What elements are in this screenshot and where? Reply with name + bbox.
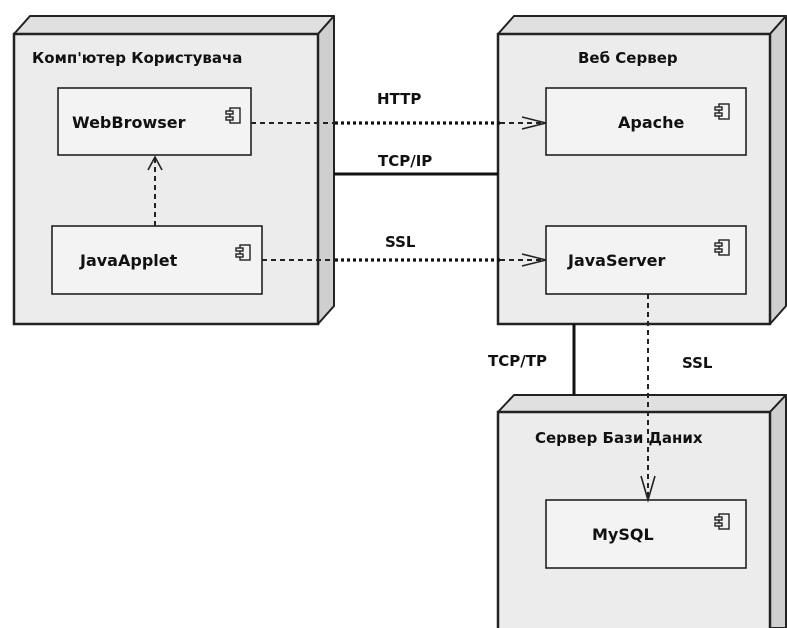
node-side-face bbox=[317, 15, 335, 325]
component-mysql[interactable]: MySQL bbox=[545, 499, 747, 569]
node-user-computer[interactable]: Комп'ютер Користувача WebBrowser JavaApp… bbox=[12, 15, 335, 326]
dependency-ssl-left bbox=[262, 253, 547, 267]
component-apache[interactable]: Apache bbox=[545, 87, 747, 156]
component-box bbox=[545, 87, 747, 156]
component-icon bbox=[714, 513, 730, 530]
node-title: Комп'ютер Користувача bbox=[32, 49, 242, 67]
component-javaapplet[interactable]: JavaApplet bbox=[51, 225, 263, 295]
component-webbrowser[interactable]: WebBrowser bbox=[57, 87, 252, 156]
component-label: MySQL bbox=[592, 525, 654, 544]
link-label-ssl-left: SSL bbox=[385, 233, 416, 251]
dependency-javaapplet-webbrowser bbox=[147, 155, 163, 226]
node-side-face bbox=[769, 394, 787, 628]
component-icon bbox=[714, 103, 730, 120]
component-javaserver[interactable]: JavaServer bbox=[545, 225, 747, 295]
component-label: JavaApplet bbox=[79, 251, 178, 270]
dependency-ssl-bottom bbox=[640, 294, 656, 503]
node-top-face bbox=[497, 15, 787, 35]
component-icon bbox=[714, 239, 730, 256]
dependency-http bbox=[251, 116, 547, 130]
component-box bbox=[545, 225, 747, 295]
link-label-tcpip-bottom: TCP/TP bbox=[488, 352, 547, 370]
link-label-tcpip-top: TCP/IP bbox=[378, 152, 432, 170]
component-label: JavaServer bbox=[567, 251, 666, 270]
component-label: Apache bbox=[618, 113, 685, 132]
node-top-face bbox=[13, 15, 335, 35]
component-label: WebBrowser bbox=[72, 113, 186, 132]
node-db-server[interactable]: Сервер Бази Даних MySQL bbox=[496, 394, 787, 628]
component-icon bbox=[235, 244, 251, 261]
node-web-server[interactable]: Веб Сервер Apache JavaServer bbox=[496, 15, 787, 326]
link-label-http: HTTP bbox=[377, 90, 421, 108]
link-label-ssl-bottom: SSL bbox=[682, 354, 713, 372]
component-box bbox=[545, 499, 747, 569]
node-title: Сервер Бази Даних bbox=[535, 429, 703, 447]
component-box bbox=[51, 225, 263, 295]
component-icon bbox=[225, 107, 241, 124]
node-title: Веб Сервер bbox=[578, 49, 678, 67]
node-side-face bbox=[769, 15, 787, 325]
node-top-face bbox=[497, 394, 787, 413]
component-box bbox=[57, 87, 252, 156]
